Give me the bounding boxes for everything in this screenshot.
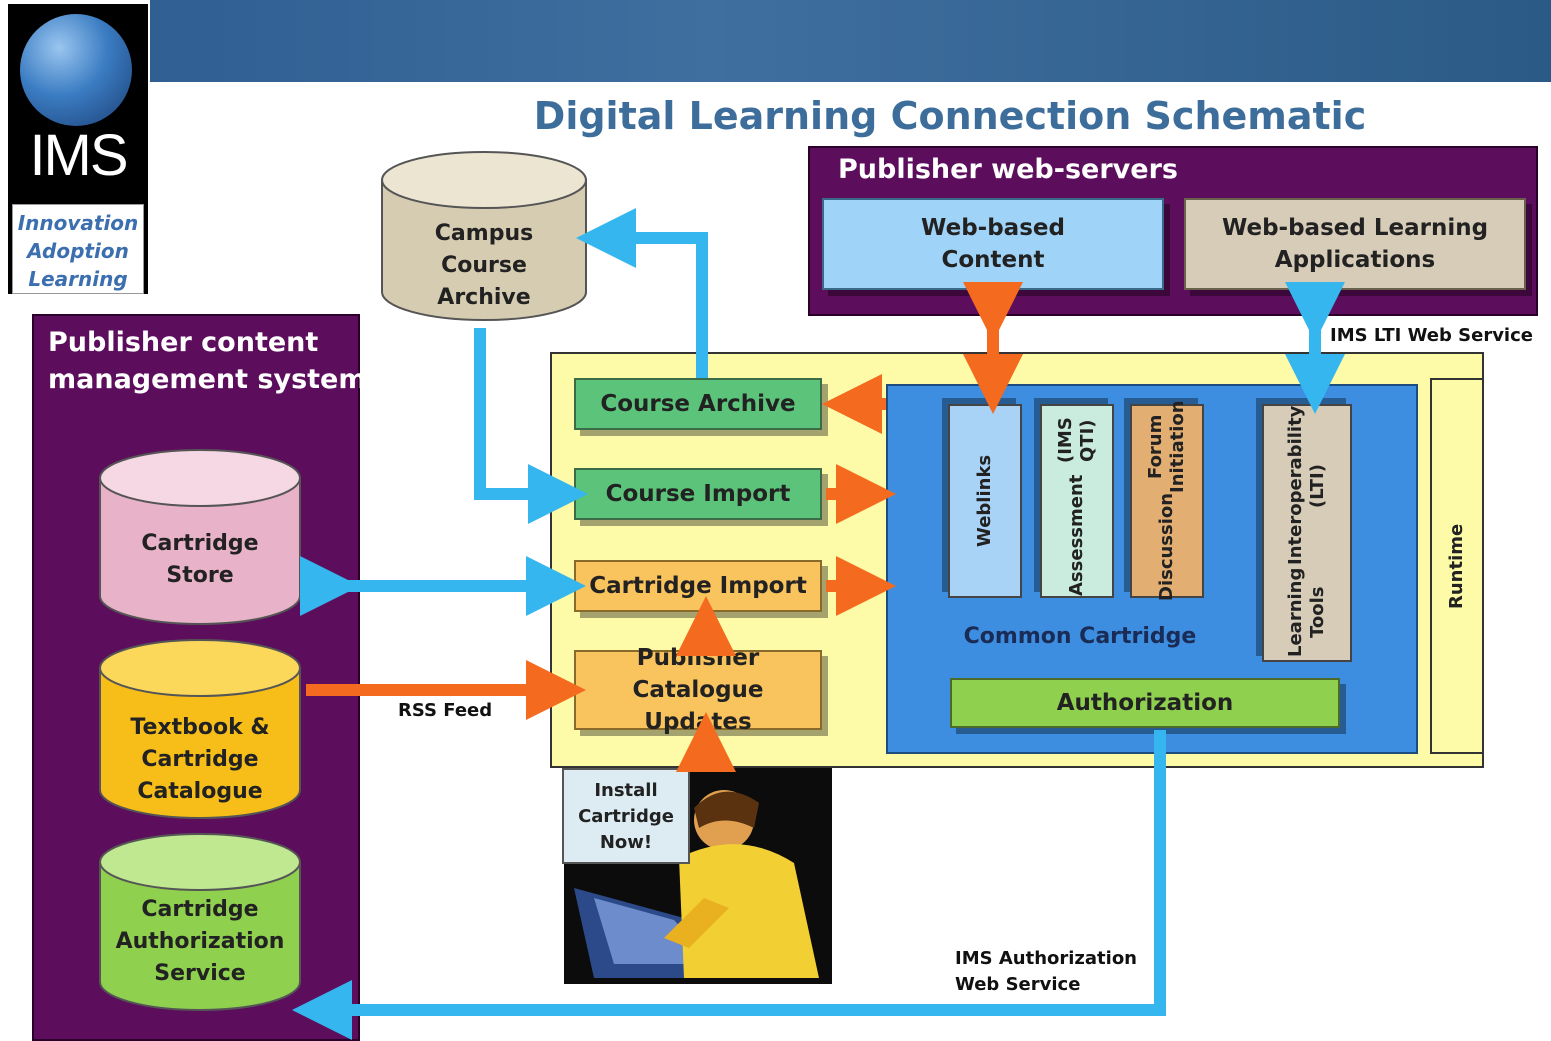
- store-line-2: Store: [166, 563, 234, 588]
- globe-icon: [20, 14, 132, 126]
- textbook-catalogue-label: Textbook & Cartridge Catalogue: [100, 712, 300, 808]
- web-content-line-1: Web-based: [921, 215, 1065, 241]
- textbook-line-1: Textbook &: [130, 715, 270, 740]
- campus-line-3: Archive: [437, 285, 531, 310]
- install-line-1: Install: [594, 780, 658, 801]
- arrow-campus-to-import: [474, 328, 588, 524]
- web-apps-line-1: Web-based Learning: [1221, 215, 1489, 241]
- logo-text: IMS: [29, 123, 128, 188]
- install-line-3: Now!: [599, 832, 653, 853]
- textbook-line-2: Cartridge: [141, 747, 259, 772]
- publisher-web-servers-label: Publisher web-servers: [838, 154, 1178, 185]
- cartridge-import-box: Cartridge Import: [574, 560, 822, 612]
- campus-archive-cylinder: [381, 151, 587, 321]
- auth-service-line-2: Authorization: [115, 929, 285, 954]
- arm-shape: [664, 898, 729, 948]
- campus-line-2: Course: [441, 253, 527, 278]
- authorization-box: Authorization: [950, 678, 1340, 728]
- ims-auth-ws-label: IMS Authorization Web Service: [955, 946, 1137, 998]
- install-note: Install Cartridge Now!: [562, 768, 690, 864]
- campus-archive-label: Campus Course Archive: [382, 218, 586, 314]
- auth-ws-line-2: Web Service: [955, 974, 1081, 995]
- campus-line-1: Campus: [434, 221, 534, 246]
- arrow-archive-to-campus: [576, 208, 708, 378]
- cms-label-line-2: management system: [48, 364, 367, 395]
- hair-shape: [694, 791, 759, 828]
- tagline-line-1: Innovation: [17, 211, 139, 235]
- publisher-cms-label: Publisher content management system: [48, 324, 367, 398]
- web-content-line-2: Content: [941, 247, 1045, 273]
- textbook-catalogue-cylinder: [99, 639, 301, 819]
- diagram-title: Digital Learning Connection Schematic: [533, 94, 1367, 138]
- cartridge-store-cylinder: [99, 449, 301, 625]
- auth-service-label: Cartridge Authorization Service: [100, 894, 300, 990]
- cartridge-store-label: Cartridge Store: [100, 528, 300, 592]
- logo-tagline: Innovation Adoption Learning: [12, 204, 144, 294]
- tagline-line-3: Learning: [28, 267, 128, 291]
- auth-service-line-3: Service: [154, 961, 246, 986]
- auth-ws-line-1: IMS Authorization: [955, 948, 1137, 969]
- tagline-line-2: Adoption: [27, 239, 129, 263]
- rss-feed-label: RSS Feed: [398, 700, 493, 721]
- web-apps-line-2: Applications: [1274, 247, 1436, 273]
- header-bar: [150, 0, 1551, 82]
- cms-label-line-1: Publisher content: [48, 327, 319, 358]
- install-line-2: Cartridge: [578, 806, 674, 827]
- textbook-line-3: Catalogue: [137, 779, 263, 804]
- store-line-1: Cartridge: [141, 531, 259, 556]
- common-cartridge-label: Common Cartridge: [963, 624, 1197, 649]
- auth-service-line-1: Cartridge: [141, 897, 259, 922]
- shirt-shape: [679, 844, 819, 978]
- web-learning-apps-box: Web-based Learning Applications: [1184, 198, 1526, 290]
- arrow-auth-to-service: [292, 730, 1166, 1040]
- course-archive-box: Course Archive: [574, 378, 822, 430]
- course-import-box: Course Import: [574, 468, 822, 520]
- ims-lti-web-service-label: IMS LTI Web Service: [1330, 325, 1533, 346]
- auth-service-cylinder: [99, 833, 301, 1011]
